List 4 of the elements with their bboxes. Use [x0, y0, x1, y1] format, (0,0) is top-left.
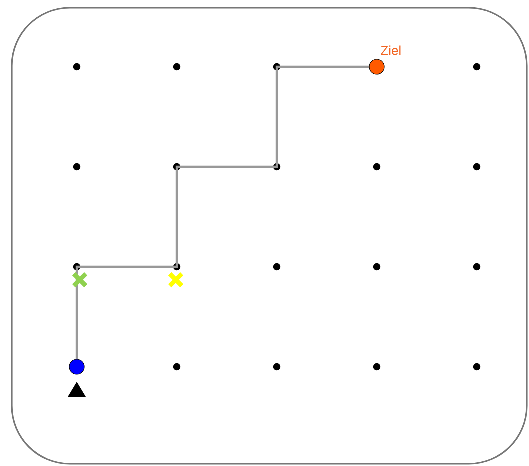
path-line	[76, 66, 370, 360]
goal-label: Ziel	[381, 46, 401, 56]
position-circle	[69, 359, 85, 375]
position-circle	[369, 59, 385, 75]
